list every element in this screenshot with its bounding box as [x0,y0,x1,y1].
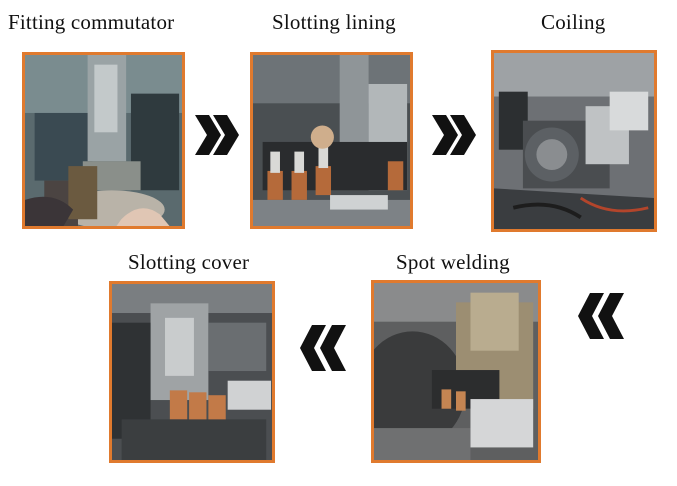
step-label-coiling: Coiling [541,10,605,35]
photo-slotting-cover [109,281,275,463]
double-chevron-left-icon [300,325,350,371]
machine-photo-5 [112,284,272,460]
double-chevron-right-icon [195,115,241,155]
double-chevron-right-icon [432,115,478,155]
step-label-fitting-commutator: Fitting commutator [8,10,174,35]
photo-fitting-commutator [22,52,185,229]
photo-coiling [491,50,657,232]
step-label-spot-welding: Spot welding [396,250,510,275]
double-chevron-left-icon [578,293,628,339]
photo-spot-welding [371,280,541,463]
machine-photo-2 [253,55,410,226]
step-label-slotting-lining: Slotting lining [272,10,396,35]
machine-photo-3 [494,53,654,229]
machine-photo-4 [374,283,538,460]
machine-photo-1 [25,55,182,226]
step-label-slotting-cover: Slotting cover [128,250,249,275]
photo-slotting-lining [250,52,413,229]
